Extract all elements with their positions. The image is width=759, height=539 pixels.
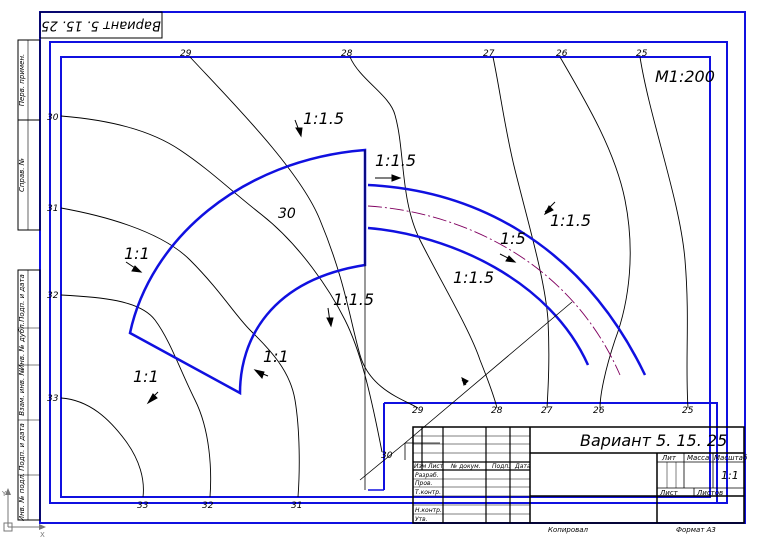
variant-rotated: Вариант 5. 15. 25: [41, 18, 161, 33]
side-label-dubl: Инв. № дубл.: [18, 322, 26, 370]
tb-row-prov: Пров.: [415, 480, 433, 487]
tb-col-date: Дата: [514, 463, 531, 470]
slope-label-4: 1:5: [500, 229, 526, 248]
pad-label: 30: [278, 206, 296, 222]
drawing-scale: M1:200: [655, 67, 715, 86]
tb-format: Формат А3: [676, 526, 716, 534]
axis-icon: Y X: [1, 488, 46, 539]
tb-row-razrab: Разраб.: [415, 472, 439, 479]
tb-col-list: Лист: [427, 463, 444, 470]
side-label-vzam: Взам. инв. №: [18, 368, 26, 416]
pad-outline: [128, 148, 647, 490]
contour-top-26: 26: [556, 49, 568, 59]
contour-bottom-32: 32: [202, 501, 214, 511]
svg-text:X: X: [40, 531, 45, 539]
contour-lr-29: 29: [412, 406, 424, 416]
contour-left-31: 31: [47, 204, 58, 214]
contour-lr-27: 27: [541, 406, 553, 416]
contour-top-28: 28: [341, 49, 353, 59]
slope-arrows: [125, 119, 556, 405]
side-strip: [17, 39, 41, 521]
contour-bottom-31: 31: [291, 501, 302, 511]
slope-label-1: 1:1.5: [303, 109, 344, 128]
tb-mass-label: Масса: [687, 454, 709, 462]
slope-label-5: 1:1.5: [453, 268, 494, 287]
contour-lr-28: 28: [491, 406, 503, 416]
contour-lr-26: 26: [593, 406, 605, 416]
tb-sheet-label: Лист: [659, 489, 679, 497]
contour-top-25: 25: [636, 49, 648, 59]
contour-lr-25: 25: [682, 406, 694, 416]
contour-left-30: 30: [47, 113, 59, 123]
slope-label-3: 1:1.5: [550, 211, 591, 230]
inner-frame: [60, 56, 711, 498]
title-block-title: Вариант 5. 15. 25: [580, 431, 727, 450]
side-label-podl: Инв. № подл.: [18, 473, 26, 521]
tb-sheets-label: Листов: [696, 489, 723, 497]
tb-col-doc: № докум.: [450, 463, 481, 470]
side-label-podp1: Подп. и дата: [18, 274, 26, 322]
variant-box: [39, 11, 163, 39]
contour-lines: [60, 56, 689, 498]
tb-col-izm: Изм: [414, 463, 427, 470]
slope-label-7: 1:1.5: [333, 290, 374, 309]
slope-label-6: 1:1: [124, 244, 150, 263]
side-label-sprav: Справ. №: [18, 158, 26, 192]
contour-left-33: 33: [47, 394, 59, 404]
contour-top-29: 29: [180, 49, 192, 59]
contour-side-30: 30: [381, 451, 393, 461]
contour-top-27: 27: [483, 49, 495, 59]
title-block: [412, 426, 745, 524]
svg-text:Y: Y: [1, 490, 7, 498]
tb-row-utv: Утв.: [415, 516, 428, 523]
tb-scale-value: 1:1: [721, 469, 739, 482]
tb-row-tkontr: Т.контр.: [415, 489, 441, 496]
slope-label-2: 1:1.5: [375, 151, 416, 170]
side-label-perv: Перв. примен.: [18, 54, 26, 107]
tb-scale-label: Масштаб: [714, 454, 748, 462]
tb-col-podp: Подп.: [492, 463, 510, 470]
contour-bottom-33: 33: [137, 501, 149, 511]
contour-left-32: 32: [47, 291, 59, 301]
tb-lit-label: Лит: [661, 454, 677, 462]
slope-label-9: 1:1: [133, 367, 159, 386]
outer-frame: [39, 11, 746, 524]
slope-label-8: 1:1: [263, 347, 289, 366]
tb-row-nkontr: Н.контр.: [415, 507, 442, 514]
tb-copied: Копировал: [548, 526, 589, 534]
side-label-podp2: Подп. и дата: [18, 423, 26, 471]
